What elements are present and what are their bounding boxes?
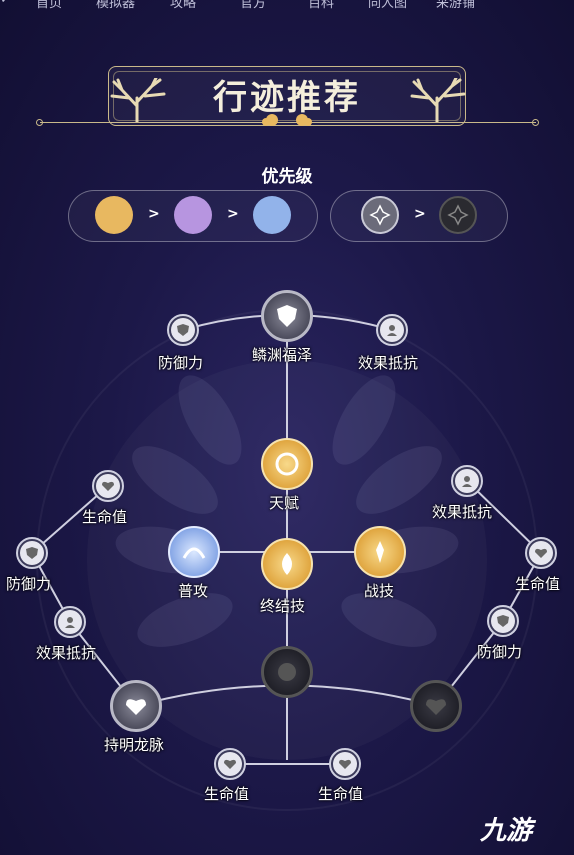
right-def-label: 防御力: [477, 643, 523, 661]
heart-icon: [339, 759, 351, 769]
right-def-node[interactable]: [487, 605, 519, 637]
watermark-logo: 九游: [480, 816, 533, 846]
page-title: 行迹推荐: [213, 78, 361, 118]
shield-icon: [277, 305, 297, 327]
talent-icon: [275, 452, 299, 476]
nav-fanart[interactable]: 同人图: [368, 0, 408, 11]
top-right-res-label: 效果抵抗: [358, 354, 419, 372]
top-right-res-node[interactable]: [376, 314, 408, 346]
right-major-node-locked[interactable]: [410, 680, 462, 732]
user-icon: [65, 617, 75, 628]
ultimate-icon: [282, 553, 292, 575]
right-res-label: 效果抵抗: [432, 503, 493, 521]
right-hp-node[interactable]: [525, 537, 557, 569]
left-major-label: 持明龙脉: [104, 736, 165, 754]
title-rule-dot-left: [36, 119, 43, 126]
heart-icon: [535, 548, 547, 558]
basic-attack-node[interactable]: [168, 526, 220, 578]
top-major-node[interactable]: [261, 290, 313, 342]
check-icon: ✓: [0, 0, 11, 7]
heart-icon: [426, 699, 446, 715]
ultimate-label: 终结技: [260, 597, 306, 615]
title-rule-dot-right: [532, 119, 539, 126]
coral-right-icon: [410, 78, 466, 122]
left-def-label: 防御力: [6, 575, 52, 593]
gt-symbol: >: [148, 206, 160, 222]
left-res-node[interactable]: [54, 606, 86, 638]
skill-node[interactable]: [354, 526, 406, 578]
gt-symbol: >: [227, 206, 239, 222]
left-major-node[interactable]: [110, 680, 162, 732]
nav-simulator[interactable]: 模拟器: [96, 0, 136, 11]
gt-symbol: >: [414, 206, 426, 222]
nav-shop[interactable]: 采游铺: [436, 0, 476, 11]
shield-icon: [177, 324, 189, 336]
title-ornament-icon: [262, 114, 312, 126]
shield-icon: [497, 615, 509, 627]
bottom-hp2-label: 生命值: [318, 785, 364, 803]
left-hp-label: 生命值: [82, 508, 128, 526]
top-nav: ✓ 首页 模拟器 攻略 官方 百科 同人图 采游铺: [0, 0, 574, 12]
right-hp-label: 生命值: [515, 575, 561, 593]
basic-attack-icon: [182, 547, 206, 559]
skill-icon: [376, 541, 384, 563]
left-hp-node[interactable]: [92, 470, 124, 502]
lit-node-icon: [361, 196, 399, 234]
heart-icon: [102, 481, 114, 491]
bottom-hp2-node[interactable]: [329, 748, 361, 780]
locked-trace-icon: [278, 663, 296, 681]
ultimate-node[interactable]: [261, 538, 313, 590]
nav-official[interactable]: 官方: [240, 0, 267, 11]
basic-attack-label: 普攻: [178, 582, 209, 600]
top-left-def-node[interactable]: [167, 314, 199, 346]
nav-guide[interactable]: 攻略: [170, 0, 197, 11]
priority-purple-swatch: [174, 196, 212, 234]
priority-label: 优先级: [261, 167, 313, 187]
bottom-hp1-node[interactable]: [214, 748, 246, 780]
priority-gold-swatch: [95, 196, 133, 234]
title-rule: [40, 122, 536, 123]
heart-icon: [224, 759, 236, 769]
talent-label: 天赋: [269, 494, 300, 512]
left-res-label: 效果抵抗: [36, 644, 97, 662]
heart-icon: [126, 699, 146, 715]
talent-node[interactable]: [261, 438, 313, 490]
nav-home[interactable]: 首页: [36, 0, 63, 11]
nav-wiki[interactable]: 百科: [308, 0, 335, 11]
user-icon: [462, 476, 472, 487]
priority-blue-swatch: [253, 196, 291, 234]
top-left-def-label: 防御力: [158, 354, 204, 372]
user-icon: [387, 325, 397, 336]
coral-left-icon: [110, 78, 166, 122]
priority-pill-nodes: [330, 190, 508, 242]
bottom-hp1-label: 生命值: [204, 785, 250, 803]
left-def-node[interactable]: [16, 537, 48, 569]
top-major-label: 鳞渊福泽: [252, 346, 313, 364]
unlit-node-icon: [439, 196, 477, 234]
title-frame: [108, 66, 466, 126]
shield-icon: [26, 547, 38, 559]
skill-label: 战技: [364, 582, 395, 600]
right-res-node[interactable]: [451, 465, 483, 497]
locked-center-node[interactable]: [261, 646, 313, 698]
